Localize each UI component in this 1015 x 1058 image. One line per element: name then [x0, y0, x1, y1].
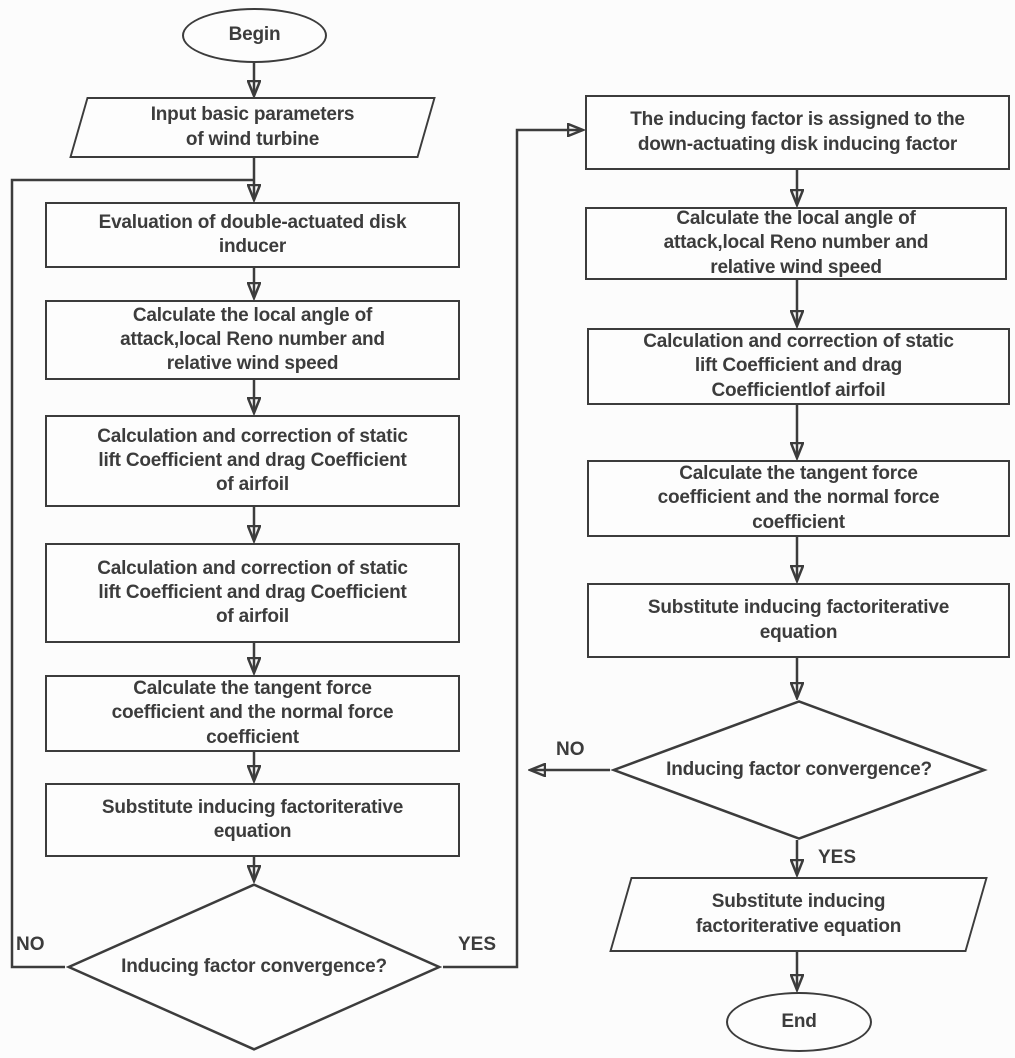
oval-outline: [726, 992, 872, 1052]
process-assign-inducing-factor: The inducing factor is assigned to the d…: [585, 95, 1010, 170]
process-label: Calculate the tangent force coefficient …: [111, 678, 394, 748]
process-label: Calculation and correction of static lif…: [643, 331, 954, 401]
left-yes-label: YES: [458, 934, 497, 955]
process-label: Evaluation of double-actuated disk induc…: [98, 211, 407, 257]
end-label: End: [781, 1010, 817, 1032]
decision-label: Inducing factor convergence?: [666, 758, 932, 780]
process-left-tangent-force: Calculate the tangent force coefficient …: [45, 675, 460, 752]
process-right-substitute-iterative: Substitute inducing factoriterative equa…: [587, 583, 1010, 658]
process-label: Substitute inducing factoriterative equa…: [647, 597, 950, 643]
input-parameters-io: Input basic parameters of wind turbine: [69, 97, 436, 158]
process-label: Substitute inducing factoriterative equa…: [101, 796, 404, 842]
output-label: Substitute inducing factoriterative equa…: [695, 891, 902, 937]
decision-left-convergence: Inducing factor convergence?: [65, 883, 443, 1051]
process-left-static-coeff-2: Calculation and correction of static lif…: [45, 543, 460, 643]
decision-right-convergence: Inducing factor convergence?: [610, 700, 988, 840]
process-evaluate-double-disk: Evaluation of double-actuated disk induc…: [45, 202, 460, 268]
input-parameters-label: Input basic parameters of wind turbine: [150, 104, 355, 150]
begin-terminal: Begin: [182, 8, 327, 63]
oval-outline: [182, 8, 327, 63]
process-right-static-coeff: Calculation and correction of static lif…: [587, 328, 1010, 405]
right-yes-label: YES: [818, 847, 857, 868]
left-no-label: NO: [16, 934, 45, 955]
process-right-local-angle: Calculate the local angle of attack,loca…: [585, 207, 1007, 280]
edge-ldecision-yes-to-r1: [443, 130, 582, 969]
edge-ldecision-no-loop: [10, 178, 254, 969]
process-left-static-coeff-1: Calculation and correction of static lif…: [45, 415, 460, 507]
process-label: Calculate the tangent force coefficient …: [657, 463, 940, 533]
process-label: Calculation and correction of static lif…: [97, 425, 408, 496]
right-no-label: NO: [556, 739, 585, 760]
diamond-outline: [610, 700, 988, 840]
begin-label: Begin: [228, 24, 281, 46]
process-left-substitute-iterative: Substitute inducing factoriterative equa…: [45, 783, 460, 857]
process-label: Calculation and correction of static lif…: [97, 557, 408, 628]
process-label: Calculate the local angle of attack,loca…: [663, 208, 929, 278]
diamond-outline: [65, 883, 443, 1051]
decision-label: Inducing factor convergence?: [121, 955, 387, 977]
process-label: The inducing factor is assigned to the d…: [630, 109, 965, 155]
process-left-local-angle: Calculate the local angle of attack,loca…: [45, 300, 460, 380]
process-right-tangent-force: Calculate the tangent force coefficient …: [587, 460, 1010, 537]
end-terminal: End: [726, 992, 872, 1052]
output-substitute-iterative-io: Substitute inducing factoriterative equa…: [609, 877, 988, 952]
process-label: Calculate the local angle of attack,loca…: [120, 304, 385, 375]
